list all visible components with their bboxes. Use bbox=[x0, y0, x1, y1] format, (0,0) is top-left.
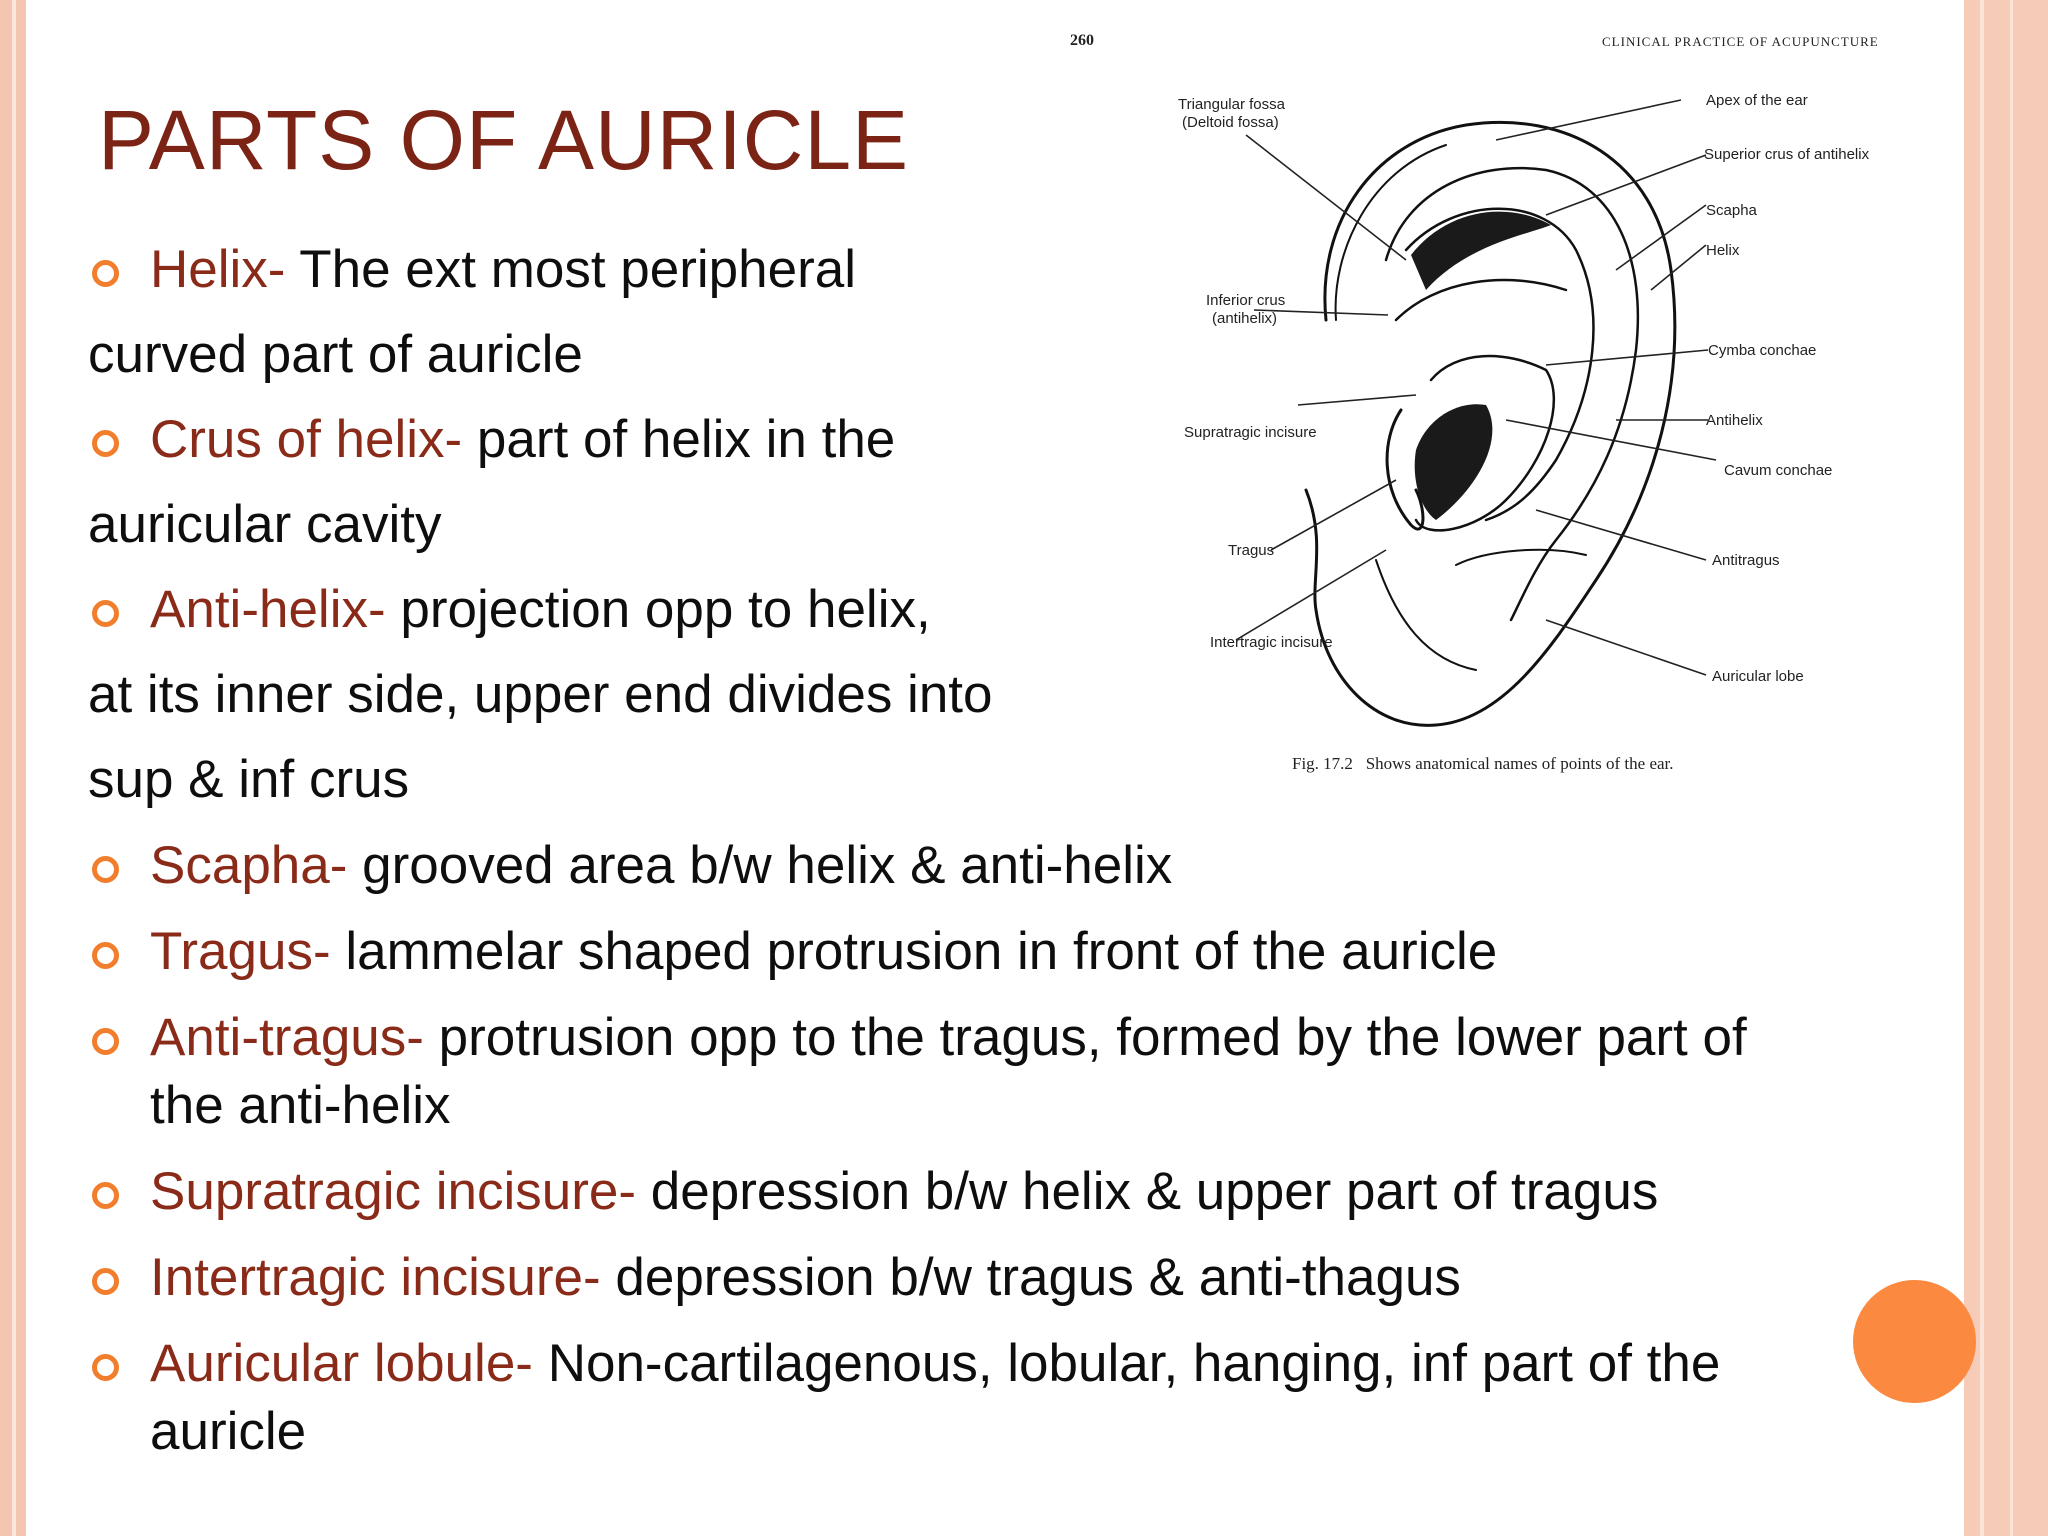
figure-label-antitragus: Antitragus bbox=[1712, 552, 1780, 569]
bullet-helix: Helix- The ext most peripheral bbox=[150, 240, 856, 300]
frame-stripe bbox=[1980, 0, 1984, 1536]
bullet-text: projection opp to helix, bbox=[385, 580, 931, 639]
bullet-term: Crus of helix- bbox=[150, 410, 463, 469]
bullet-ring-icon bbox=[92, 856, 119, 883]
bullet-continuation: curved part of auricle bbox=[88, 325, 583, 384]
figure-caption: Fig. 17.2 Shows anatomical names of poin… bbox=[1292, 754, 1674, 774]
left-frame-margin bbox=[0, 0, 26, 1536]
figure-label-inferior-crus: Inferior crus bbox=[1206, 292, 1286, 309]
figure-label-scapha: Scapha bbox=[1706, 202, 1757, 219]
bullet-term: Tragus- bbox=[150, 922, 331, 981]
bullet-ring-icon bbox=[92, 600, 119, 627]
decorative-orange-circle bbox=[1853, 1280, 1976, 1403]
figure-label-cymba-conchae: Cymba conchae bbox=[1708, 342, 1817, 359]
figure-running-head: CLINICAL PRACTICE OF ACUPUNCTURE bbox=[1602, 34, 1879, 49]
figure-label-helix: Helix bbox=[1706, 242, 1740, 259]
bullet-tragus: Tragus- lammelar shaped protrusion in fr… bbox=[150, 922, 1497, 982]
frame-stripe bbox=[2010, 0, 2013, 1536]
figure-label-antihelix-paren: (antihelix) bbox=[1212, 310, 1278, 327]
right-frame-margin bbox=[1964, 0, 2048, 1536]
bullet-text: Non-cartilagenous, lobular, hanging, inf… bbox=[532, 1334, 1721, 1393]
bullet-ring-icon bbox=[92, 260, 119, 287]
ear-drawing bbox=[1235, 99, 1717, 727]
bullet-text: lammelar shaped protrusion in front of t… bbox=[330, 922, 1498, 981]
bullet-term: Scapha- bbox=[150, 836, 348, 895]
bullet-text: protrusion opp to the tragus, formed by … bbox=[423, 1008, 1747, 1067]
slide-title: PARTS OF AURICLE bbox=[98, 93, 910, 187]
slide: PARTS OF AURICLE Helix- The ext most per… bbox=[26, 0, 1976, 1536]
bullet-term: Anti-tragus- bbox=[150, 1008, 424, 1067]
bullet-continuation: auricle bbox=[150, 1402, 307, 1461]
figure-label-intertragic: Intertragic incisure bbox=[1210, 634, 1333, 651]
bullet-text: part of helix in the bbox=[462, 410, 896, 469]
figure-label-antihelix: Antihelix bbox=[1706, 412, 1763, 429]
bullet-anti-helix: Anti-helix- projection opp to helix, bbox=[150, 580, 931, 640]
bullet-continuation: sup & inf crus bbox=[88, 750, 410, 809]
bullet-term: Supratragic incisure- bbox=[150, 1162, 637, 1221]
bullet-ring-icon bbox=[92, 1182, 119, 1209]
bullet-text: The ext most peripheral bbox=[285, 240, 856, 299]
bullet-scapha: Scapha- grooved area b/w helix & anti-he… bbox=[150, 836, 1172, 896]
bullet-text: depression b/w helix & upper part of tra… bbox=[636, 1162, 1659, 1221]
bullet-continuation: at its inner side, upper end divides int… bbox=[88, 665, 993, 724]
bullet-term: Anti-helix- bbox=[150, 580, 386, 639]
figure-label-auricular-lobe: Auricular lobe bbox=[1712, 668, 1804, 685]
figure-page-number: 260 bbox=[1070, 32, 1094, 49]
figure-label-cavum-conchae: Cavum conchae bbox=[1724, 462, 1833, 479]
figure-label-deltoid-fossa: (Deltoid fossa) bbox=[1182, 114, 1279, 131]
figure-label-triangular-fossa: Triangular fossa bbox=[1178, 96, 1285, 113]
bullet-text: depression b/w tragus & anti-thagus bbox=[600, 1248, 1461, 1307]
bullet-ring-icon bbox=[92, 1028, 119, 1055]
bullet-auricular-lobule: Auricular lobule- Non-cartilagenous, lob… bbox=[150, 1334, 1720, 1394]
bullet-ring-icon bbox=[92, 1268, 119, 1295]
bullet-term: Helix- bbox=[150, 240, 286, 299]
bullet-crus-of-helix: Crus of helix- part of helix in the bbox=[150, 410, 895, 470]
bullet-term: Auricular lobule- bbox=[150, 1334, 533, 1393]
bullet-ring-icon bbox=[92, 942, 119, 969]
figure-label-apex: Apex of the ear bbox=[1706, 92, 1808, 109]
bullet-ring-icon bbox=[92, 430, 119, 457]
bullet-supratragic-incisure: Supratragic incisure- depression b/w hel… bbox=[150, 1162, 1658, 1222]
bullet-intertragic-incisure: Intertragic incisure- depression b/w tra… bbox=[150, 1248, 1461, 1308]
bullet-text: grooved area b/w helix & anti-helix bbox=[347, 836, 1173, 895]
bullet-continuation: auricular cavity bbox=[88, 495, 442, 554]
ear-anatomy-figure: 260 CLINICAL PRACTICE OF ACUPUNCTURE bbox=[1070, 20, 1956, 820]
figure-label-superior-crus: Superior crus of antihelix bbox=[1704, 146, 1870, 163]
figure-label-supratragic: Supratragic incisure bbox=[1184, 424, 1317, 441]
bullet-term: Intertragic incisure- bbox=[150, 1248, 601, 1307]
figure-caption-text: Shows anatomical names of points of the … bbox=[1365, 754, 1674, 773]
figure-label-tragus: Tragus bbox=[1228, 542, 1275, 559]
bullet-anti-tragus: Anti-tragus- protrusion opp to the tragu… bbox=[150, 1008, 1747, 1068]
bullet-continuation: the anti-helix bbox=[150, 1076, 451, 1135]
bullet-ring-icon bbox=[92, 1354, 119, 1381]
figure-caption-number: Fig. 17.2 bbox=[1292, 754, 1353, 773]
